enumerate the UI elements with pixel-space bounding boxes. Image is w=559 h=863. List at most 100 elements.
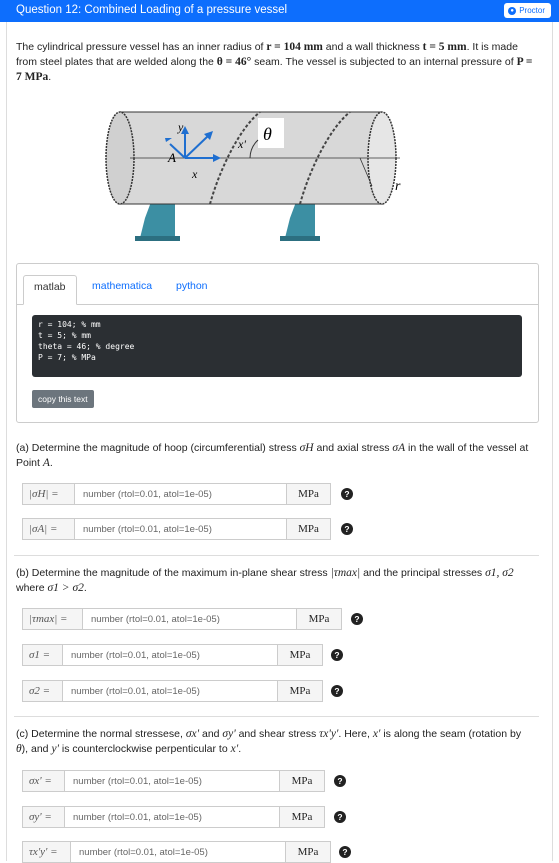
unit-label: MPa <box>280 770 325 792</box>
proctor-badge[interactable]: ● Proctor <box>504 3 551 18</box>
yprime-axis-arrow <box>169 143 186 159</box>
weld-seam <box>209 111 261 205</box>
part-c-text: is counterclockwise perpenticular to <box>59 743 231 755</box>
theta-label-box <box>258 118 284 148</box>
part-a-text: and axial stress <box>313 442 393 454</box>
field-label: |τmax| = <box>22 608 82 630</box>
sigma-xprime-symbol: σx' <box>185 728 200 740</box>
xprime-arrow-head <box>204 131 213 140</box>
help-icon[interactable]: ? <box>334 811 346 823</box>
figure-label-y: y <box>177 120 184 134</box>
part-a-text: . <box>49 457 53 469</box>
divider <box>14 555 539 556</box>
answer-row-sigma-yprime: σy' = number (rtol=0.01, atol=1e-05) MPa <box>22 806 325 828</box>
answer-row-hoop: |σH| = number (rtol=0.01, atol=1e-05) MP… <box>22 483 331 505</box>
weld-seam <box>299 111 351 205</box>
tab-mathematica[interactable]: mathematica <box>92 280 153 292</box>
part-b-question: (b) Determine the magnitude of the maxim… <box>16 566 536 596</box>
field-label: |σH| = <box>22 483 74 505</box>
principal-condition: σ1 > σ2 <box>47 582 84 594</box>
vessel-left-end <box>105 111 135 205</box>
help-icon[interactable]: ? <box>339 846 351 858</box>
intro-text: and a wall thickness <box>322 41 423 53</box>
language-tabs: matlab mathematica python <box>17 264 538 305</box>
part-c-text: ), and <box>21 743 52 755</box>
code-panel: matlab mathematica python r = 104; % mm … <box>16 263 539 423</box>
pressure-value: P = 7 MPa <box>16 56 533 83</box>
point-a-symbol: A <box>42 457 50 469</box>
copy-button[interactable]: copy this text <box>32 390 94 408</box>
radius-line <box>359 157 373 187</box>
tmax-input[interactable]: number (rtol=0.01, atol=1e-05) <box>82 608 297 630</box>
hoop-stress-symbol: σH <box>299 442 314 454</box>
axial-stress-symbol: σA <box>392 442 406 454</box>
tab-python[interactable]: python <box>176 280 208 292</box>
part-b-text: (b) Determine the magnitude of the maxim… <box>16 567 331 579</box>
help-icon[interactable]: ? <box>331 685 343 697</box>
sigma-yprime-input[interactable]: number (rtol=0.01, atol=1e-05) <box>64 806 280 828</box>
answer-row-tau: τx'y' = number (rtol=0.01, atol=1e-05) M… <box>22 841 331 863</box>
part-c-text: and shear stress <box>235 728 320 740</box>
help-icon[interactable]: ? <box>331 649 343 661</box>
xprime-axis-arrow <box>184 135 209 159</box>
pressure-vessel-figure: y A x x' θ r <box>105 111 401 241</box>
theta-arc <box>249 139 259 159</box>
help-icon[interactable]: ? <box>341 488 353 500</box>
thickness-value: t = 5 mm <box>422 41 467 53</box>
answer-row-sigma-xprime: σx' = number (rtol=0.01, atol=1e-05) MPa <box>22 770 325 792</box>
xprime-symbol: x' <box>230 743 239 755</box>
unit-label: MPa <box>287 483 331 505</box>
seam-angle-value: θ = 46° <box>216 56 252 68</box>
question-frame <box>6 22 553 861</box>
tab-matlab[interactable]: matlab <box>23 275 77 305</box>
part-c-question: (c) Determine the normal stressese, σx' … <box>16 727 536 757</box>
help-icon[interactable]: ? <box>334 775 346 787</box>
sigma2-input[interactable]: number (rtol=0.01, atol=1e-05) <box>62 680 278 702</box>
part-b-text: where <box>16 582 48 594</box>
part-b-text: and the principal stresses <box>360 567 486 579</box>
part-c-text: (c) Determine the normal stressese, <box>16 728 186 740</box>
part-b-text: . <box>83 582 87 594</box>
field-label: |σA| = <box>22 518 74 540</box>
axial-stress-input[interactable]: number (rtol=0.01, atol=1e-05) <box>74 518 287 540</box>
part-c-text: . <box>238 743 242 755</box>
intro-text: . It is made from steel plates that are … <box>16 41 518 68</box>
yprime-symbol: y' <box>51 743 60 755</box>
intro-text: The cylindrical pressure vessel has an i… <box>16 41 267 53</box>
unit-label: MPa <box>297 608 342 630</box>
sigma-yprime-symbol: σy' <box>222 728 236 740</box>
radius-value: r = 104 mm <box>266 41 323 53</box>
divider <box>14 716 539 717</box>
part-c-text: . Here, <box>338 728 373 740</box>
unit-label: MPa <box>287 518 331 540</box>
field-label: σy' = <box>22 806 64 828</box>
unit-label: MPa <box>278 644 323 666</box>
left-support-base <box>135 236 180 241</box>
tmax-symbol: |τmax| <box>330 567 361 579</box>
answer-row-sigma1: σ1 = number (rtol=0.01, atol=1e-05) MPa <box>22 644 323 666</box>
help-icon[interactable]: ? <box>341 523 353 535</box>
help-icon[interactable]: ? <box>351 613 363 625</box>
answer-row-axial: |σA| = number (rtol=0.01, atol=1e-05) MP… <box>22 518 331 540</box>
field-label: σ2 = <box>22 680 62 702</box>
theta-symbol: θ <box>16 743 22 755</box>
tau-input[interactable]: number (rtol=0.01, atol=1e-05) <box>70 841 286 863</box>
part-a-text: (a) Determine the magnitude of hoop (cir… <box>16 442 300 454</box>
part-c-text: and <box>199 728 223 740</box>
proctor-label: Proctor <box>519 6 545 15</box>
tau-symbol: τx'y' <box>319 728 339 740</box>
y-arrow-head <box>181 126 189 134</box>
figure-label-r: r <box>395 179 401 194</box>
hoop-stress-input[interactable]: number (rtol=0.01, atol=1e-05) <box>74 483 287 505</box>
sigma1-input[interactable]: number (rtol=0.01, atol=1e-05) <box>62 644 278 666</box>
yprime-arrow-head <box>165 138 172 142</box>
part-a-text: in the wall of the vessel at Point <box>16 442 529 469</box>
question-header: Question 12: Combined Loading of a press… <box>0 0 559 22</box>
part-a-question: (a) Determine the magnitude of hoop (cir… <box>16 441 536 471</box>
unit-label: MPa <box>286 841 331 863</box>
intro-text: . <box>48 71 52 83</box>
figure-label-theta: θ <box>263 124 272 144</box>
unit-label: MPa <box>278 680 323 702</box>
sigma-xprime-input[interactable]: number (rtol=0.01, atol=1e-05) <box>64 770 280 792</box>
field-label: τx'y' = <box>22 841 70 863</box>
